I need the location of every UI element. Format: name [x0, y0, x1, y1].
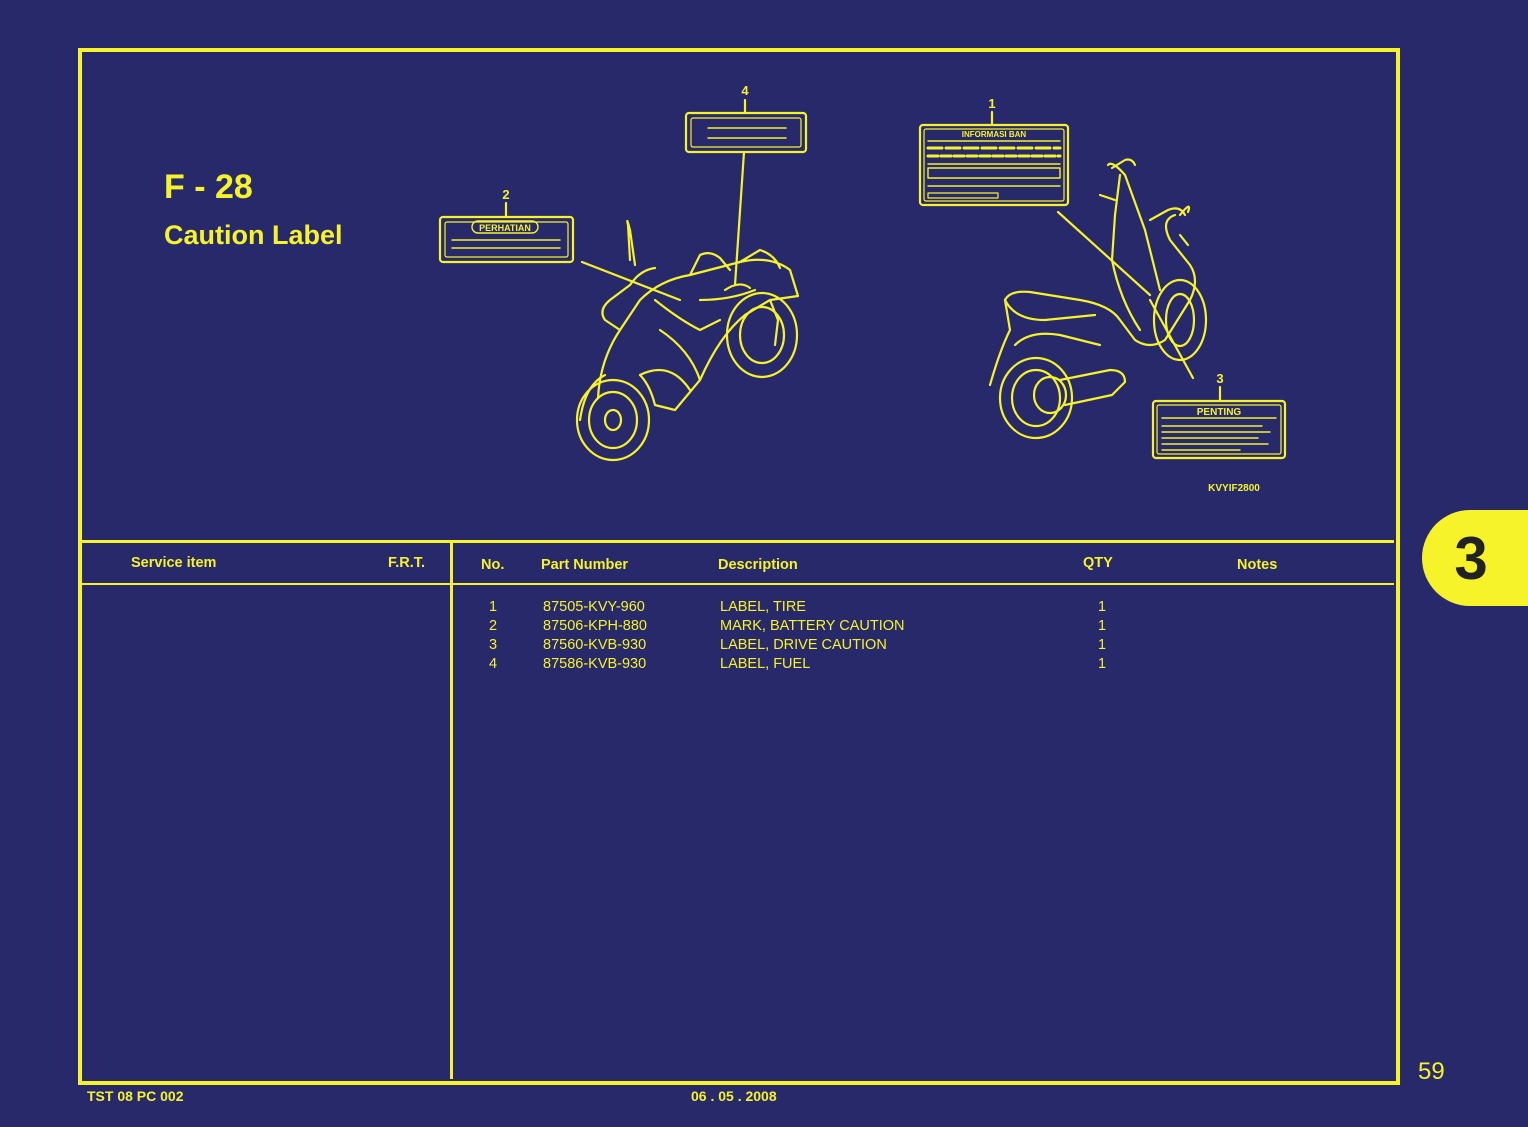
header-underline: [80, 583, 1394, 585]
scooter-rear-view: [988, 158, 1208, 440]
header-service-item: Service item: [131, 555, 217, 571]
row-qty: 1: [1098, 618, 1107, 634]
row-part-number: 87560-KVB-930: [543, 637, 647, 653]
header-no: No.: [481, 557, 505, 573]
label-2-text: PERHATIAN: [479, 223, 531, 233]
row-qty: 1: [1098, 599, 1107, 615]
column-divider: [450, 542, 453, 1079]
header-notes: Notes: [1237, 557, 1278, 573]
row-no: 3: [489, 637, 498, 653]
footer-date: 06 . 05 . 2008: [691, 1088, 777, 1104]
footer-doc-code: TST 08 PC 002: [87, 1088, 184, 1104]
header-qty: QTY: [1083, 555, 1113, 571]
label-3-text: PENTING: [1197, 407, 1242, 418]
section-tab[interactable]: 3: [1422, 510, 1528, 606]
row-part-number: 87506-KPH-880: [543, 618, 647, 634]
row-no: 4: [489, 656, 498, 672]
row-description: LABEL, TIRE: [720, 599, 806, 615]
row-description: MARK, BATTERY CAUTION: [720, 618, 905, 634]
figure-title: Caution Label: [164, 220, 343, 250]
section-tab-label: 3: [1454, 524, 1488, 592]
label-1-sticker: [918, 123, 1070, 207]
header-frt: F.R.T.: [388, 555, 426, 571]
image-reference: KVYIF2800: [1208, 483, 1260, 494]
row-no: 2: [489, 618, 498, 634]
row-no: 1: [489, 599, 498, 615]
figure-table-divider: [80, 540, 1394, 543]
row-part-number: 87586-KVB-930: [543, 656, 647, 672]
scooter-front-view: [575, 219, 800, 462]
row-qty: 1: [1098, 656, 1107, 672]
figure-code: F - 28: [164, 168, 253, 206]
callout-3: 3: [1216, 371, 1223, 386]
row-description: LABEL, DRIVE CAUTION: [720, 637, 887, 653]
row-description: LABEL, FUEL: [720, 656, 811, 672]
header-description: Description: [718, 557, 798, 573]
row-part-number: 87505-KVY-960: [543, 599, 645, 615]
header-part-number: Part Number: [541, 557, 629, 573]
callout-1: 1: [988, 96, 995, 111]
callout-4: 4: [741, 83, 749, 98]
callout-2: 2: [502, 187, 509, 202]
label-1-text: INFORMASI BAN: [962, 130, 1027, 139]
row-qty: 1: [1098, 637, 1107, 653]
page-frame: [78, 48, 1400, 1085]
page-number: 59: [1418, 1058, 1445, 1085]
label-4-sticker: [684, 111, 808, 154]
